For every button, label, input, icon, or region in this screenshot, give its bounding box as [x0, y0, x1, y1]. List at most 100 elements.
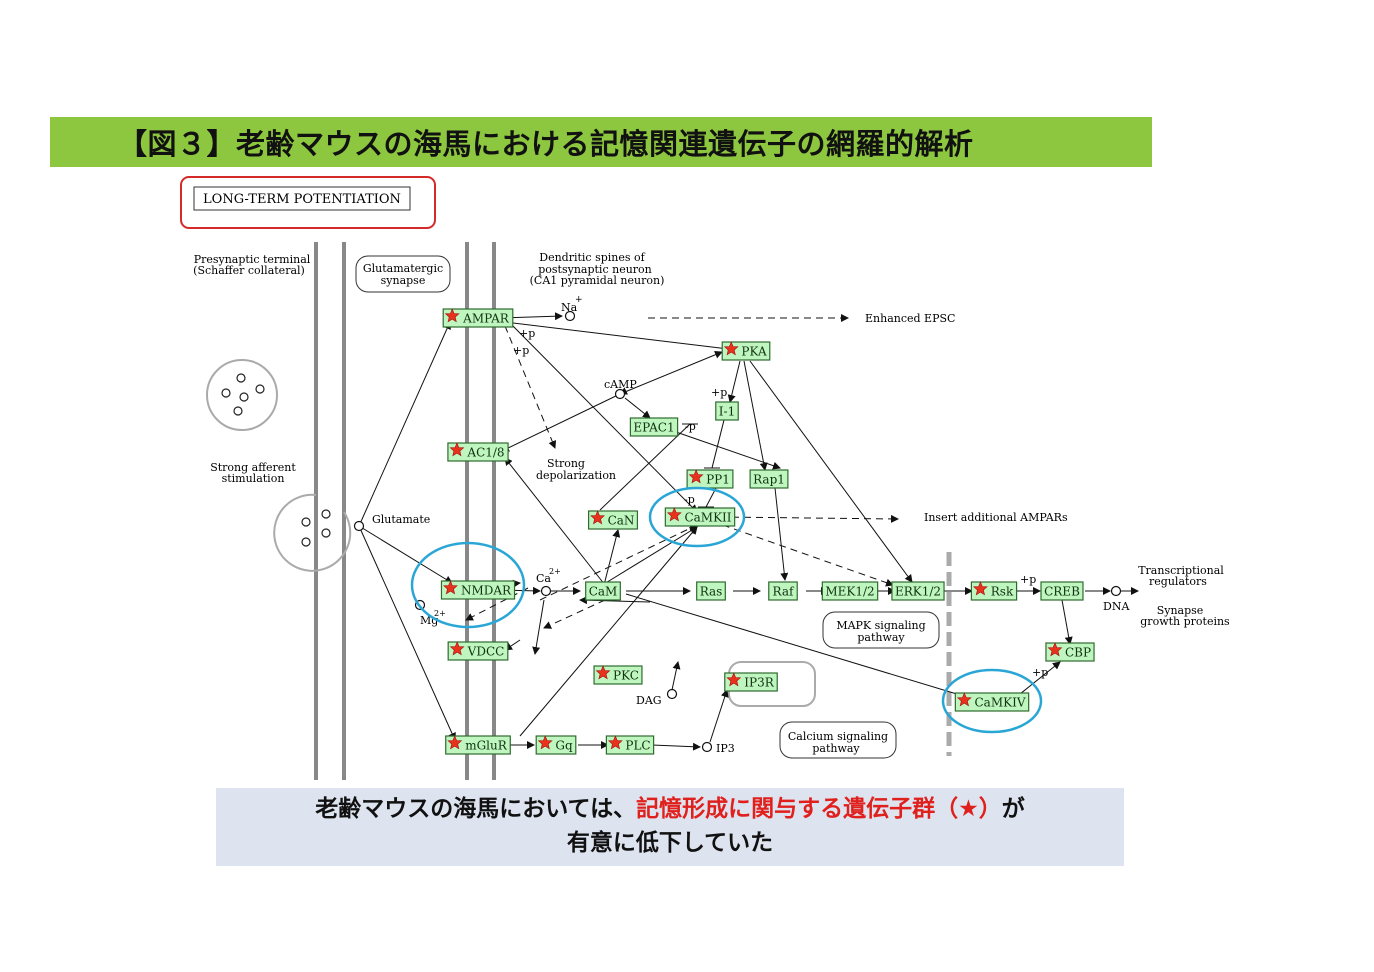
- gene-node-cbp[interactable]: CBP: [1045, 642, 1095, 662]
- glutamatergic-synapse-link[interactable]: [355, 255, 451, 293]
- insert-ampars-label: Insert additional AMPARs: [924, 511, 1068, 524]
- gene-node-camkiv[interactable]: CaMKIV: [954, 692, 1030, 712]
- gene-label: Raf: [773, 585, 795, 599]
- gene-node-gq[interactable]: Gq: [535, 735, 577, 755]
- star-icon: [449, 442, 465, 457]
- membranes: [314, 242, 496, 780]
- star-icon: [607, 735, 623, 750]
- dna-label: DNA: [1103, 600, 1130, 613]
- plus-p-label: +p: [513, 344, 529, 357]
- gene-node-creb[interactable]: CREB: [1040, 581, 1084, 601]
- synapse-label: synapse: [381, 274, 426, 287]
- edge-arrow: [358, 525, 453, 584]
- plus-p-label: +p: [711, 386, 727, 399]
- gene-node-ip3r[interactable]: IP3R: [724, 672, 778, 692]
- calcium-label: Calcium signaling: [788, 730, 888, 743]
- inhibition-edge: [711, 419, 725, 469]
- gene-node-can[interactable]: CaN: [587, 510, 639, 530]
- gene-node-camkii[interactable]: CaMKII: [664, 507, 736, 527]
- edge-arrow: [671, 661, 681, 691]
- gene-box: [629, 417, 679, 437]
- gene-node-pka[interactable]: PKA: [721, 341, 771, 361]
- minus-p-label: -p: [685, 420, 696, 433]
- gene-box: [1040, 581, 1084, 601]
- dendritic-label: Dendritic spines of: [539, 251, 645, 264]
- gene-node-pkc[interactable]: PKC: [593, 665, 643, 685]
- gene-label: PKA: [741, 345, 767, 359]
- inhibition-edge: [599, 423, 691, 511]
- star-icon: [666, 507, 682, 522]
- mg-charge: 2+: [434, 609, 446, 618]
- compound-na: [564, 310, 576, 322]
- gene-node-ampar[interactable]: AMPAR: [442, 308, 514, 328]
- pathway-title-box: [193, 186, 411, 211]
- edge-arrow: [501, 387, 629, 452]
- edge-arrow: [625, 593, 971, 700]
- star-icon: [447, 735, 463, 750]
- gene-node-epac1[interactable]: EPAC1: [629, 417, 679, 437]
- gene-label: NMDAR: [461, 584, 512, 598]
- compound-dna: [1110, 585, 1122, 597]
- compound-ca: [540, 585, 552, 597]
- caption-box: 老齢マウスの海馬においては、記憶形成に関与する遺伝子群（★）が 有意に低下してい…: [216, 788, 1124, 866]
- dag-label: DAG: [636, 694, 662, 707]
- gene-node-ac18[interactable]: AC1/8: [447, 442, 509, 462]
- gene-node-rap1[interactable]: Rap1: [749, 469, 789, 489]
- gene-box: [442, 308, 514, 328]
- gene-label: mGluR: [465, 739, 508, 753]
- edge-arrow: [727, 360, 741, 403]
- caption-text: が: [1001, 796, 1025, 822]
- gene-box: [696, 581, 726, 601]
- gene-label: CREB: [1044, 585, 1080, 599]
- gene-label: CaM: [589, 585, 618, 599]
- depolarization-label: depolarization: [536, 469, 616, 482]
- gene-label: Rsk: [991, 585, 1014, 599]
- star-icon: [726, 672, 742, 687]
- mapk-pathway-link[interactable]: [822, 611, 940, 649]
- gene-node-plc[interactable]: PLC: [605, 735, 655, 755]
- gene-label: AC1/8: [466, 446, 504, 460]
- edge-arrow: [709, 689, 729, 743]
- gene-node-i1[interactable]: I-1: [715, 401, 739, 421]
- gene-node-cam[interactable]: CaM: [585, 581, 621, 601]
- gene-node-ras[interactable]: Ras: [696, 581, 726, 601]
- star-icon: [537, 735, 553, 750]
- transcriptional-label: Transcriptional: [1138, 564, 1224, 577]
- calcium-pathway-link[interactable]: [779, 721, 897, 759]
- gene-label: MEK1/2: [825, 585, 874, 599]
- gene-box: [715, 401, 739, 421]
- plus-p-label: +p: [519, 327, 535, 340]
- gene-node-raf[interactable]: Raf: [768, 581, 798, 601]
- gene-box: [585, 581, 621, 601]
- gene-label: ERK1/2: [895, 585, 941, 599]
- edge-arrow: [603, 529, 621, 586]
- na-charge: +: [575, 295, 583, 305]
- dendritic-label: postsynaptic neuron: [538, 263, 652, 276]
- edge-arrow: [603, 526, 698, 585]
- gene-node-erk12[interactable]: ERK1/2: [891, 581, 945, 601]
- gene-node-vdcc[interactable]: VDCC: [447, 641, 509, 661]
- edge-arrow: [719, 514, 899, 523]
- gene-node-nmdar[interactable]: NMDAR: [440, 580, 516, 600]
- gene-label: Rap1: [753, 473, 785, 487]
- calcium-label: pathway: [812, 742, 860, 755]
- edge-arrow: [543, 599, 606, 629]
- highlight-oval-camkiv: [941, 668, 1043, 734]
- synapse-growth-label: Synapse: [1157, 604, 1204, 617]
- gene-node-mek12[interactable]: MEK1/2: [821, 581, 879, 601]
- gene-node-mglur[interactable]: mGluR: [445, 735, 511, 755]
- star-icon: [590, 510, 605, 525]
- ca-label: Ca: [536, 572, 551, 585]
- depolarization-label: Strong: [547, 457, 585, 470]
- star-icon: [956, 692, 972, 707]
- gene-node-pp1[interactable]: PP1: [686, 469, 734, 489]
- gene-node-rsk[interactable]: Rsk: [970, 581, 1018, 601]
- edge-arrow: [651, 742, 701, 751]
- compound-dag: [666, 688, 678, 700]
- synapse-growth-label: growth proteins: [1140, 615, 1230, 628]
- bouton-dots: [301, 509, 331, 547]
- star-icon: [449, 641, 465, 656]
- gene-label: AMPAR: [462, 312, 510, 326]
- title-banner: [50, 117, 1152, 167]
